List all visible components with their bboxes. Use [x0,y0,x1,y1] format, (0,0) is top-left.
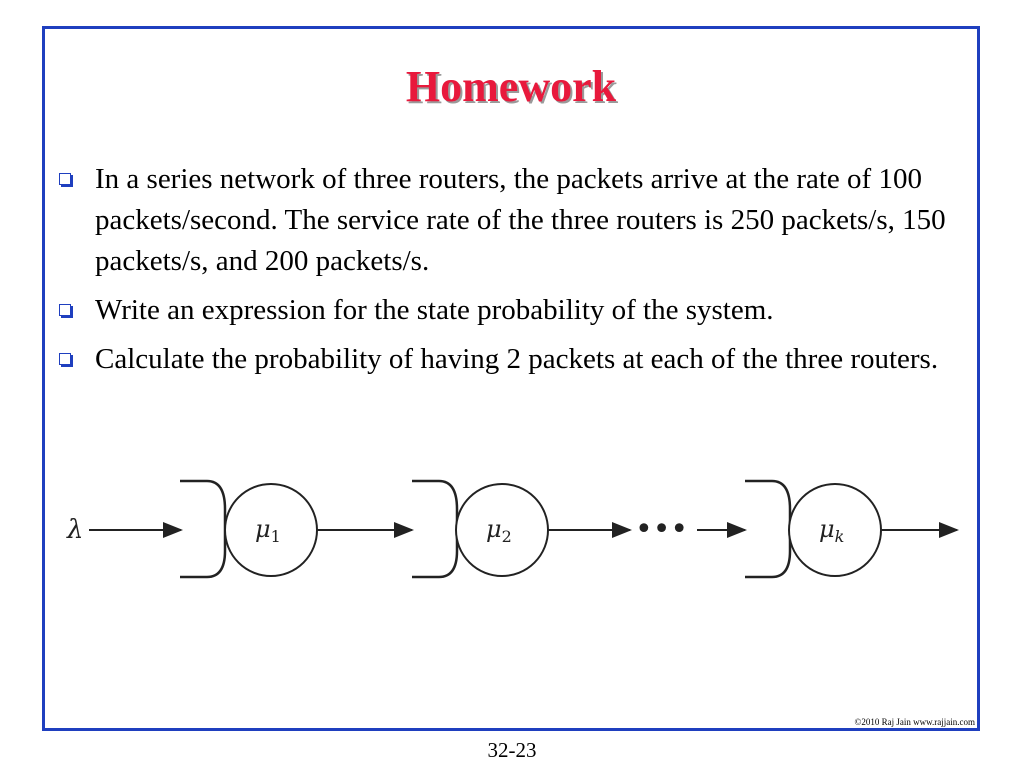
svg-text:μ2: μ2 [486,515,512,546]
square-bullet-icon [59,173,71,185]
svg-text:μk: μk [819,515,844,546]
server-mu-symbol: μ [255,515,271,543]
queue-buffer-k [745,479,792,579]
bullet-text: Write an expression for the state probab… [95,294,774,326]
slide-frame: Homework In a series network of three ro… [42,26,980,731]
bullet-list: In a series network of three routers, th… [57,159,962,388]
slide-title: Homework [405,62,617,111]
bullet-item: In a series network of three routers, th… [57,159,962,282]
queue-server-1: μ1 [180,479,318,579]
queue-server-2: μ2 [412,479,549,579]
queue-network-diagram: λ μ1 μ2 ••• μk [66,479,959,579]
square-bullet-icon [59,353,71,365]
ellipsis-dots: ••• [635,512,688,547]
arrival-rate-label: λ [66,515,83,545]
server-subscript: 2 [502,527,512,546]
bullet-text: In a series network of three routers, th… [95,163,946,277]
square-bullet-icon [59,304,71,316]
svg-text:μ1: μ1 [255,515,281,546]
bullet-item: Calculate the probability of having 2 pa… [57,339,962,380]
copyright-notice: ©2010 Raj Jain www.rajjain.com [854,717,975,727]
queue-buffer-2 [412,479,459,579]
server-mu-symbol: μ [819,515,835,543]
queue-server-k: μk [745,479,882,579]
bullet-text: Calculate the probability of having 2 pa… [95,343,939,375]
server-subscript: k [835,527,845,546]
queue-buffer-1 [180,479,227,579]
server-subscript: 1 [271,527,281,546]
bullet-item: Write an expression for the state probab… [57,290,962,331]
server-mu-symbol: μ [486,515,502,543]
page-number: 32-23 [487,738,537,762]
